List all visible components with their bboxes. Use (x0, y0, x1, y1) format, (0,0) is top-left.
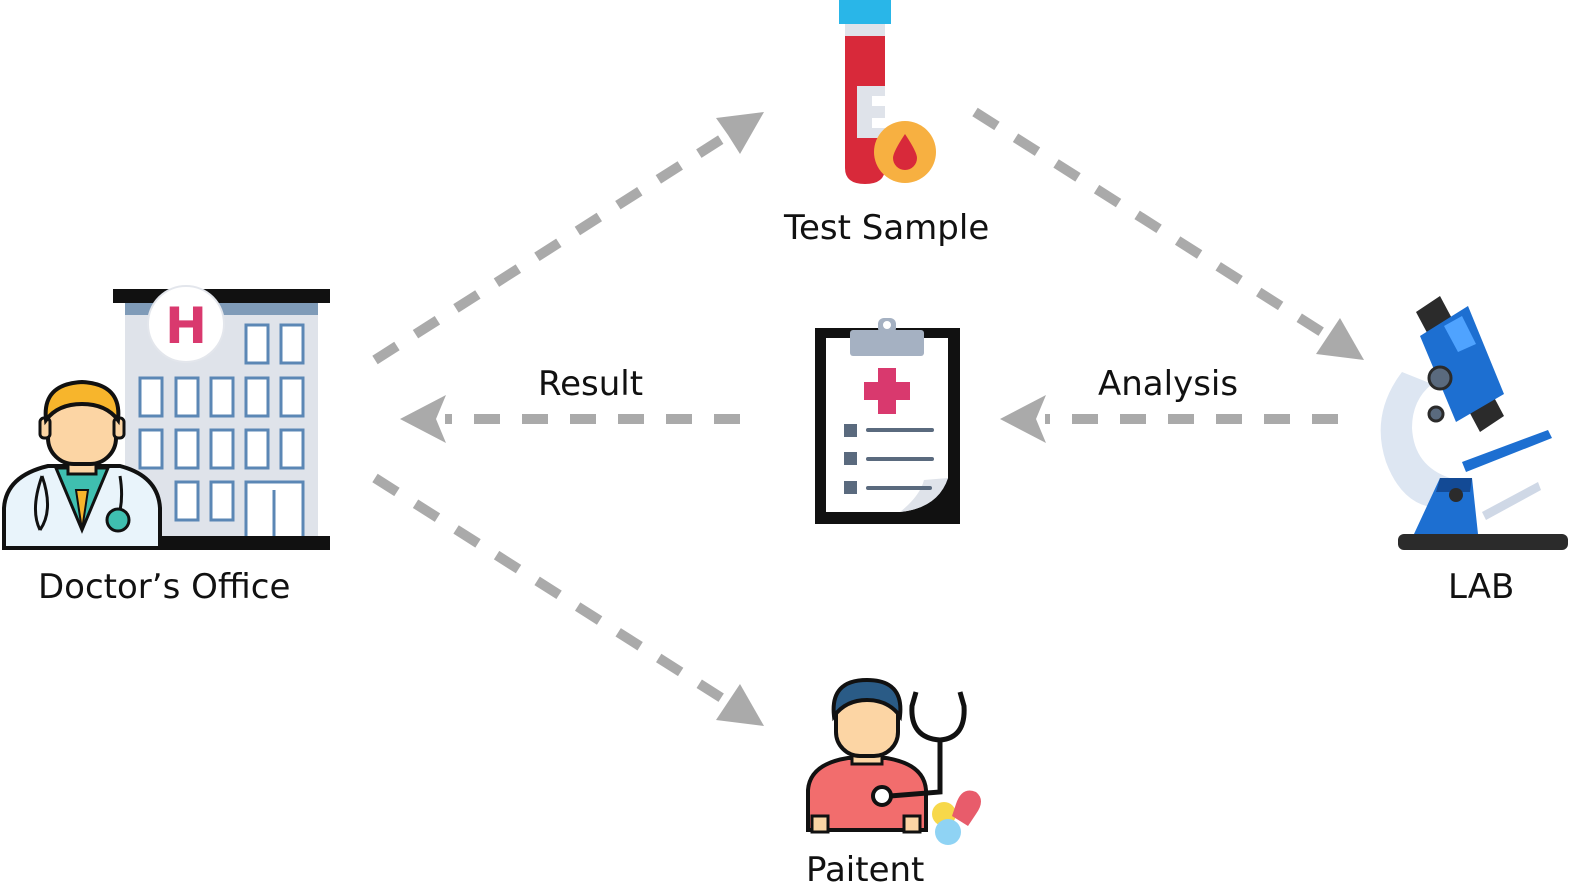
arrow-office-to-sample (372, 112, 764, 365)
lab-label: LAB (1448, 567, 1515, 607)
arrow-report-to-office (400, 395, 740, 443)
doctor-office-label: Doctor’s Office (38, 567, 291, 607)
arrow-sample-to-lab (972, 107, 1364, 360)
test-tube-icon (839, 0, 936, 184)
analysis-edge-label: Analysis (1098, 364, 1239, 404)
arrow-lab-to-report (1000, 395, 1338, 443)
test-sample-label: Test Sample (784, 208, 990, 248)
result-edge-label: Result (538, 364, 644, 404)
patient-label: Paitent (806, 850, 925, 890)
hospital-icon: H (113, 285, 330, 550)
doctor-icon (1, 379, 162, 550)
patient-icon (806, 677, 981, 845)
microscope-icon (1380, 296, 1568, 550)
arrow-office-to-patient (372, 473, 764, 726)
hospital-sign: H (165, 297, 207, 355)
report-clipboard-icon (815, 318, 960, 524)
